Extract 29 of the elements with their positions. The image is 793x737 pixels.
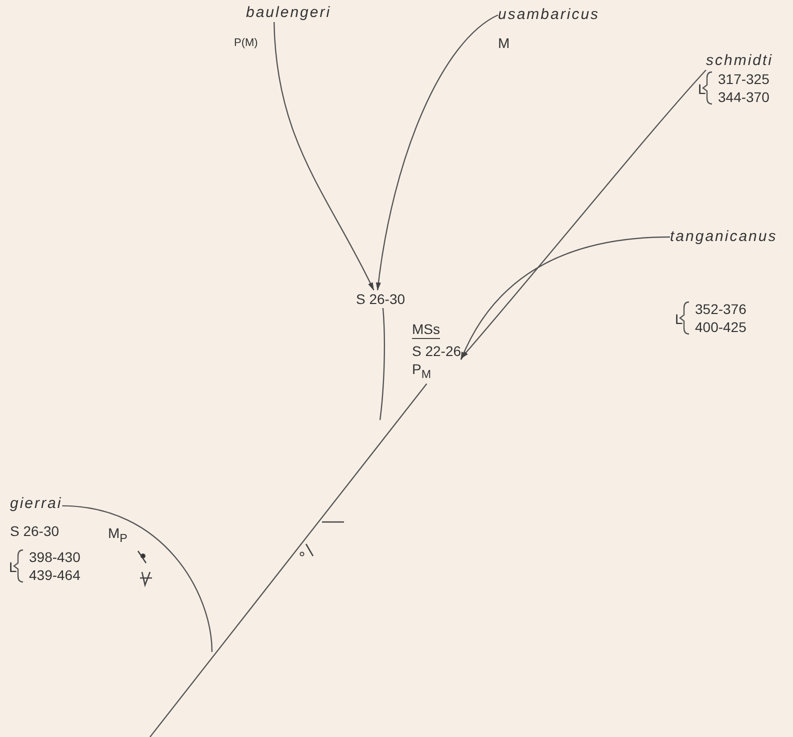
species-name: usambaricus: [498, 6, 600, 24]
character-label: P$_{M}$: [412, 360, 432, 383]
character-label: S 26-30: [356, 290, 406, 308]
character-note: L: [675, 310, 683, 328]
character-note: L: [698, 80, 706, 98]
species-name: schmidti: [706, 52, 774, 70]
character-note: S 26-30: [10, 522, 60, 540]
branch-line: [460, 236, 670, 360]
character-note: P(M): [234, 36, 258, 51]
branch-line: [379, 308, 386, 420]
branch-line: [62, 505, 213, 652]
character-note: M$_{P}$: [108, 524, 128, 547]
species-name: gierrai: [10, 495, 62, 513]
branch-line: [150, 383, 428, 737]
character-note: 400-425: [695, 318, 746, 336]
branch-line: [460, 70, 706, 359]
character-note: 398-430: [29, 548, 80, 566]
character-note: L: [9, 558, 17, 576]
character-note: M: [498, 34, 510, 52]
character-label: MSs: [412, 320, 440, 339]
character-note: 439-464: [29, 566, 80, 584]
species-name: tanganicanus: [670, 228, 778, 246]
character-note: 344-370: [718, 88, 770, 106]
branch-line: [273, 22, 374, 291]
character-note: 352-376: [695, 300, 746, 318]
species-name: baulengeri: [246, 4, 332, 22]
branch-line: [376, 14, 498, 291]
character-label: S 22-26: [412, 342, 462, 360]
character-note: 317-325: [718, 70, 770, 88]
